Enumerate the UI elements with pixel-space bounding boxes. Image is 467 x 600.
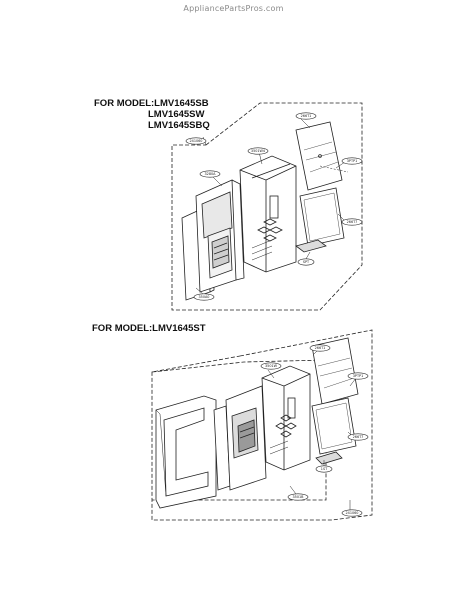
- model-heading-prefix: FOR MODEL:: [94, 98, 155, 109]
- svg-text:SPT: SPT: [303, 260, 310, 264]
- model-heading-prefix: FOR MODEL:: [92, 323, 153, 334]
- watermark: AppliancePartsPros.com: [183, 4, 284, 13]
- svg-text:3501B: 3501B: [293, 495, 305, 499]
- diagram-1: [171, 102, 363, 311]
- part-callout: 241060: [341, 509, 363, 517]
- model-label: LMV1645ST: [152, 323, 206, 334]
- model-heading-2: FOR MODEL: LMV1645ST: [92, 323, 206, 334]
- svg-text:266T1: 266T1: [315, 346, 326, 350]
- part-callout: 350A0: [193, 293, 215, 301]
- callouts-diagram-1: 241060 3501W4 3280A 350A0 266T1 3PTP1 26…: [185, 112, 363, 301]
- svg-text:266T7: 266T7: [353, 435, 364, 439]
- pcb-plate: [295, 121, 343, 191]
- door-frame: [155, 395, 217, 509]
- cover-plate: [299, 187, 345, 247]
- part-callout: 241060: [185, 137, 207, 145]
- control-housing: [261, 365, 311, 471]
- svg-text:1ST: 1ST: [321, 467, 328, 471]
- assembly-boundary: [171, 102, 363, 311]
- svg-text:3280A: 3280A: [205, 172, 217, 176]
- model-heading-1: FOR MODEL: LMV1645SB LMV1645SW LMV1645SB…: [94, 98, 210, 131]
- svg-text:3501W4: 3501W4: [251, 149, 265, 153]
- svg-text:241060: 241060: [346, 511, 359, 515]
- part-callout: 266T1: [295, 112, 317, 120]
- diagram-2: [151, 329, 373, 521]
- callouts-diagram-2: 266T1 3501W 3PTP1 266T7 1ST 3501B 241060: [260, 344, 369, 517]
- svg-text:266T1: 266T1: [301, 114, 312, 118]
- svg-text:266T7: 266T7: [347, 220, 358, 224]
- part-callout: 266T7: [341, 218, 363, 226]
- control-housing: [239, 155, 297, 273]
- cover-plate: [311, 397, 357, 455]
- svg-text:3501W: 3501W: [265, 364, 278, 368]
- pcb-plate: [311, 337, 359, 405]
- part-callout: 3PTP1: [341, 157, 363, 165]
- part-callout: 266T1: [309, 344, 331, 352]
- part-callout: 266T7: [347, 433, 369, 441]
- part-callout: 1ST: [315, 465, 333, 473]
- svg-text:241060: 241060: [190, 139, 203, 143]
- control-frame: [195, 179, 245, 293]
- model-label: LMV1645SBQ: [148, 120, 210, 131]
- part-callout: 3501B: [287, 493, 309, 501]
- connector-part: [315, 451, 343, 465]
- part-callout: 3501W: [260, 362, 282, 370]
- svg-text:3PTP1: 3PTP1: [353, 374, 363, 378]
- svg-text:350A0: 350A0: [199, 295, 210, 299]
- svg-text:3PTP1: 3PTP1: [347, 159, 357, 163]
- control-frame: [225, 385, 267, 491]
- part-callout: 3PTP1: [347, 372, 369, 380]
- connector-part: [295, 239, 327, 253]
- part-callout: 3501W4: [247, 147, 269, 155]
- model-label: LMV1645SW: [148, 109, 205, 120]
- part-callout: SPT: [297, 258, 315, 266]
- part-callout: 3280A: [199, 170, 221, 178]
- model-label: LMV1645SB: [154, 98, 209, 109]
